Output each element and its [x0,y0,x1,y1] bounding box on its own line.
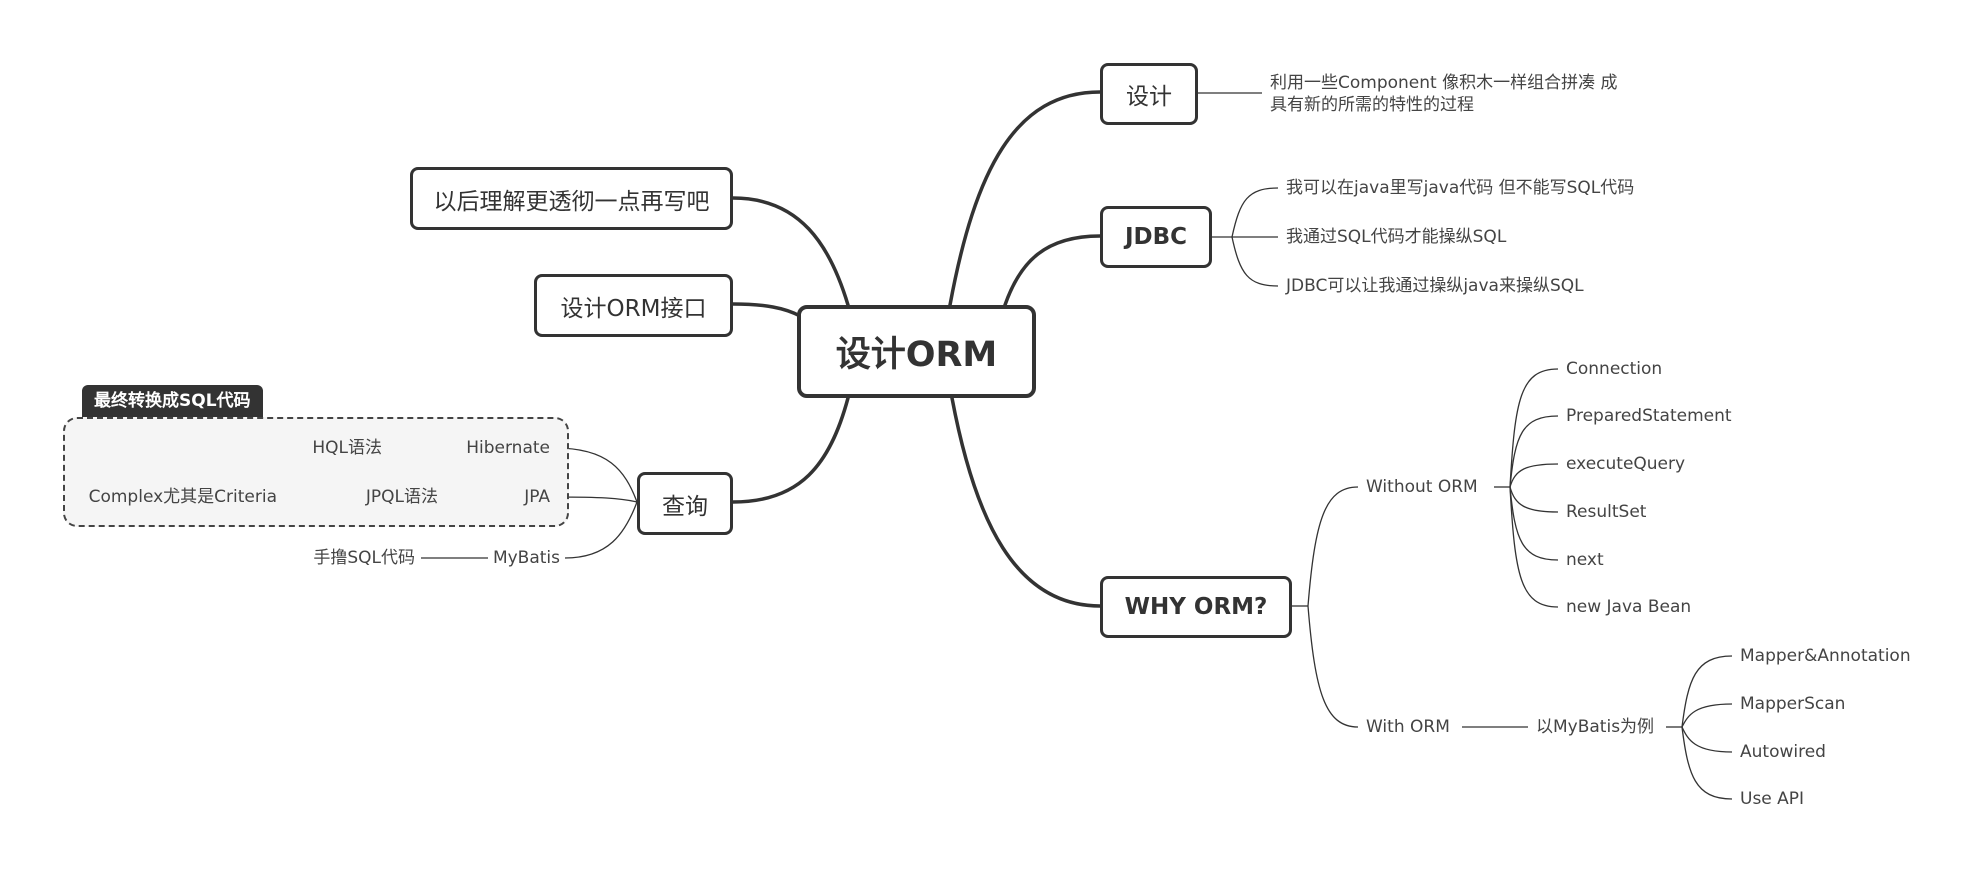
query-boundary [63,417,569,527]
connector-jdbc-item-1 [1231,187,1279,238]
connector-query-hibernate [554,447,638,503]
without-orm-item: executeQuery [1566,454,1686,474]
jdbc-item: 我通过SQL代码才能操纵SQL [1286,227,1507,247]
without-orm-item: next [1566,550,1604,570]
connector-query-mybatis [564,501,638,559]
without-orm-item: PreparedStatement [1566,406,1732,426]
topic-design[interactable]: 设计 [1100,63,1198,125]
jpa-label[interactable]: JPA [524,487,550,507]
jdbc-item: JDBC可以让我通过操纵java来操纵SQL [1286,276,1584,296]
design-detail-line-2: 具有新的所需的特性的过程 [1270,95,1474,115]
design-detail-line-1: 利用一些Component 像积木一样组合拼凑 成 [1270,73,1618,93]
connector-root-design [948,90,1102,307]
query-boundary-title: 最终转换成SQL代码 [82,385,263,417]
without-orm-item: ResultSet [1566,502,1647,522]
connector-root-query [731,396,850,504]
topic-jdbc[interactable]: JDBC [1100,206,1212,268]
handwritten-sql-label: 手撸SQL代码 [313,548,415,568]
criteria-label: Complex尤其是Criteria [88,487,277,507]
jdbc-item: 我可以在java里写java代码 但不能写SQL代码 [1286,178,1635,198]
mybatis-example-label[interactable]: 以MyBatis为例 [1536,717,1655,737]
mybatis-label[interactable]: MyBatis [492,548,560,568]
with-orm-label[interactable]: With ORM [1366,717,1450,737]
with-orm-item: Use API [1740,789,1805,809]
topic-why-orm[interactable]: WHY ORM? [1100,576,1292,638]
with-orm-item: Autowired [1740,742,1826,762]
hql-label: HQL语法 [312,438,382,458]
topic-orm-interface[interactable]: 设计ORM接口 [534,274,733,337]
without-orm-item: Connection [1566,359,1663,379]
without-orm-label[interactable]: Without ORM [1366,477,1478,497]
connector-why-without [1307,486,1359,607]
connector-root-later [731,196,850,307]
topic-later[interactable]: 以后理解更透彻一点再写吧 [410,167,733,230]
jpql-label: JPQL语法 [365,487,438,507]
connector-root-why [950,396,1102,608]
connector-why-with [1307,605,1359,728]
connector-root-interface [731,302,802,318]
without-orm-item: new Java Bean [1566,597,1692,617]
connector-jdbc-item-3 [1231,236,1279,287]
topic-query[interactable]: 查询 [637,472,733,535]
hibernate-label[interactable]: Hibernate [466,438,550,458]
root-topic[interactable]: 设计ORM [797,305,1036,398]
connector-root-jdbc [1003,234,1102,307]
with-orm-item: Mapper&Annotation [1740,646,1911,666]
with-orm-item: MapperScan [1740,694,1846,714]
